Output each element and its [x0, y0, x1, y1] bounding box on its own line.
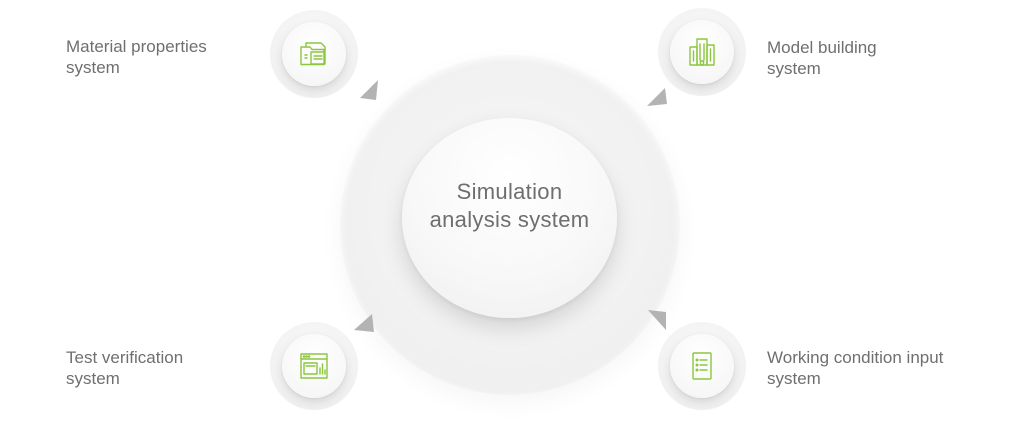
arrow-test [354, 314, 374, 332]
label-material-properties: Material properties system [66, 36, 207, 78]
node-material-properties [270, 10, 358, 98]
label-working-line-1: Working condition input [767, 348, 944, 367]
center-title: Simulation analysis system [402, 178, 617, 234]
arrow-model [647, 88, 667, 106]
label-working-condition-input: Working condition input system [767, 347, 943, 389]
label-model-line-1: Model building [767, 38, 877, 57]
node-model-building [658, 8, 746, 96]
arrow-material [360, 80, 378, 100]
folder-document-icon [300, 42, 326, 66]
checklist-icon [692, 352, 712, 380]
node-working-condition-input [658, 322, 746, 410]
label-model-line-2: system [767, 59, 821, 78]
label-material-line-2: system [66, 58, 120, 77]
label-test-verification: Test verification system [66, 347, 183, 389]
center-circle [402, 118, 617, 318]
label-model-building: Model building system [767, 37, 877, 79]
label-working-line-2: system [767, 369, 821, 388]
center-title-line-2: analysis system [429, 207, 590, 232]
node-test-verification [270, 322, 358, 410]
center-title-line-1: Simulation [456, 179, 563, 204]
label-test-line-2: system [66, 369, 120, 388]
buildings-icon [689, 38, 715, 66]
label-test-line-1: Test verification [66, 348, 184, 367]
arrow-working [648, 310, 666, 330]
browser-chart-icon [300, 353, 328, 379]
label-material-line-1: Material properties [66, 37, 207, 56]
